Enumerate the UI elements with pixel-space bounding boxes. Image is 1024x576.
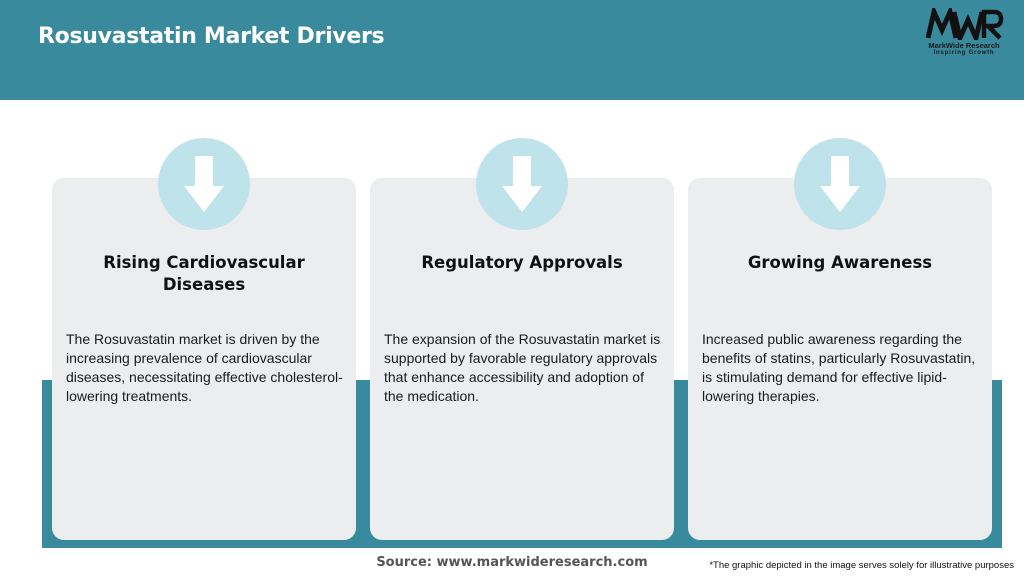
icon-circle xyxy=(794,138,886,230)
card-panel: Rising Cardiovascular Diseases The Rosuv… xyxy=(52,138,356,540)
logo-tagline: Inspiring Growth xyxy=(933,50,995,56)
arrow-down-icon xyxy=(184,156,224,212)
card-title: Growing Awareness xyxy=(747,253,933,272)
icon-circle xyxy=(476,138,568,230)
logo-company-name: MarkWide Research xyxy=(928,41,1000,50)
page-title: Rosuvastatin Market Drivers xyxy=(38,24,385,49)
card-panel: Regulatory Approvals The expansion of th… xyxy=(370,138,674,540)
company-logo: MarkWide Research Inspiring Growth xyxy=(914,8,1014,68)
source-credit: Source: www.markwideresearch.com xyxy=(376,555,648,570)
driver-card: Regulatory Approvals The expansion of th… xyxy=(360,138,684,548)
icon-circle xyxy=(158,138,250,230)
header-banner: Rosuvastatin Market Drivers MarkWide Res… xyxy=(0,0,1024,100)
mwr-logo-icon xyxy=(925,8,1004,40)
arrow-down-icon xyxy=(502,156,542,212)
card-description: The Rosuvastatin market is driven by the… xyxy=(66,331,343,404)
card-description: The expansion of the Rosuvastatin market… xyxy=(384,331,661,404)
driver-card: Rising Cardiovascular Diseases The Rosuv… xyxy=(42,138,366,548)
card-panel: Growing Awareness Increased public aware… xyxy=(688,138,992,540)
driver-card: Growing Awareness Increased public aware… xyxy=(678,138,1002,548)
disclaimer-footnote: *The graphic depicted in the image serve… xyxy=(709,560,1014,571)
card-description: Increased public awareness regarding the… xyxy=(702,331,976,404)
arrow-down-icon xyxy=(820,156,860,212)
card-title: Regulatory Approvals xyxy=(421,253,623,272)
card-title: Rising Cardiovascular Diseases xyxy=(103,253,305,294)
